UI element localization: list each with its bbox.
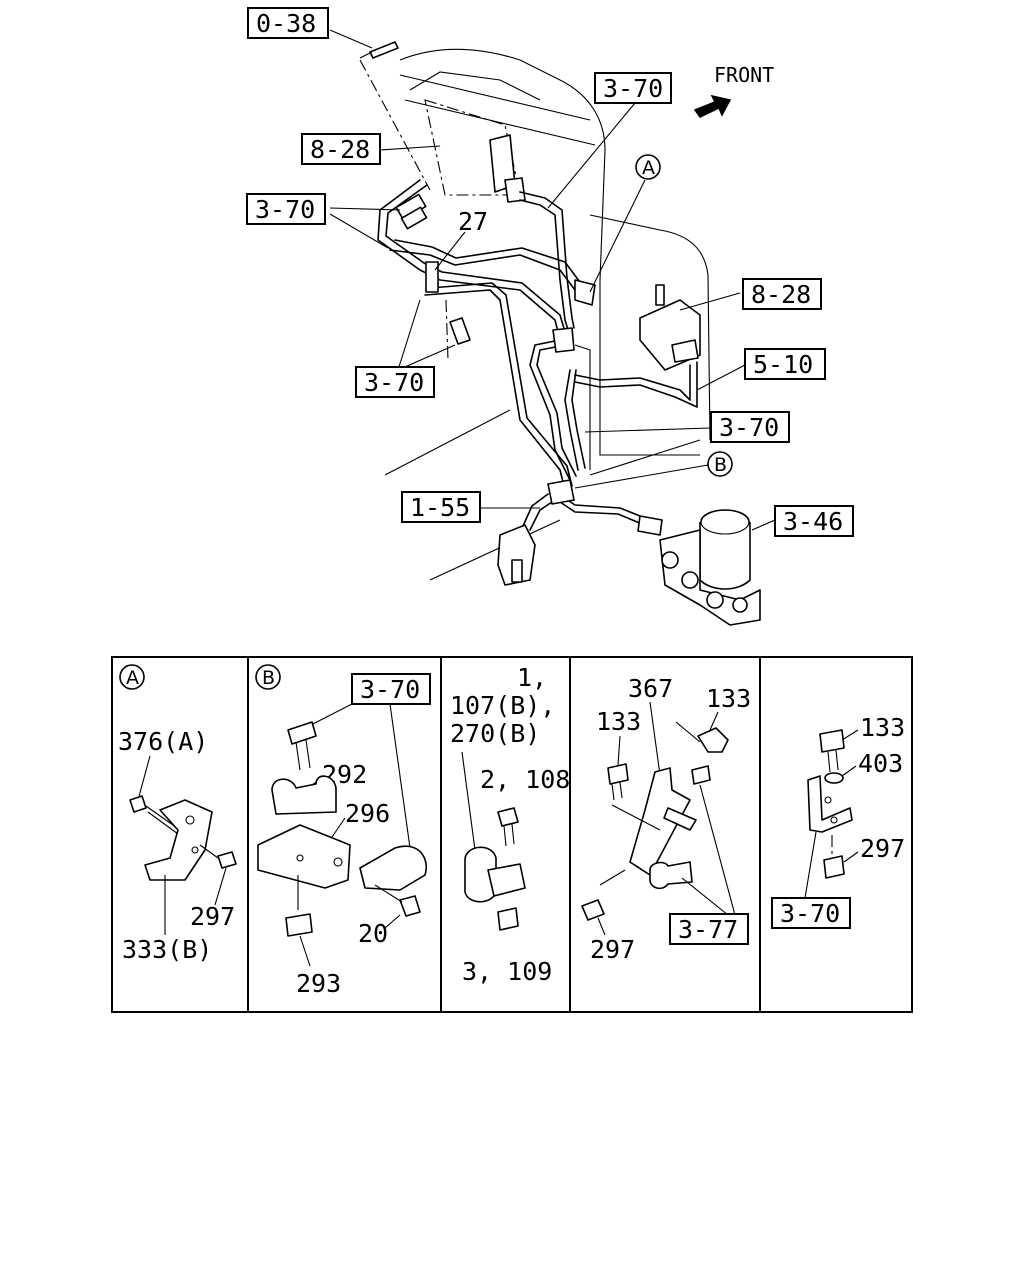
fitting-0-38 xyxy=(359,41,399,59)
callout-ref-b: B xyxy=(714,454,727,476)
label-3-77: 3-77 xyxy=(678,915,738,944)
label-297-a: 297 xyxy=(190,902,235,931)
label-c-270b: 270(B) xyxy=(450,719,540,748)
valve-block-left xyxy=(489,134,526,203)
bolt-2-icon xyxy=(497,807,519,827)
detail-table xyxy=(111,656,913,1013)
clamp-1-icon xyxy=(487,863,526,897)
callout-1-55: 1-55 xyxy=(410,493,470,522)
clip-3-70-icon xyxy=(359,845,427,891)
nut-297-icon xyxy=(217,851,237,869)
bracket-296-icon xyxy=(257,824,351,889)
label-376a: 376(A) xyxy=(118,727,208,756)
front-arrow-icon xyxy=(693,94,732,118)
panel-b-tag: B xyxy=(262,667,275,689)
callout-ref-a: A xyxy=(642,157,655,179)
label-333b: 333(B) xyxy=(122,935,212,964)
pipe-clips xyxy=(395,193,663,536)
air-dryer xyxy=(659,509,761,626)
bolt-20-icon xyxy=(399,895,421,917)
bolt-376-icon xyxy=(129,795,147,813)
label-293: 293 xyxy=(296,969,341,998)
bolt-133-d-left-icon xyxy=(607,763,629,785)
bolt-3-77-icon xyxy=(691,765,711,785)
callout-3-46: 3-46 xyxy=(783,507,843,536)
valve-block-right xyxy=(639,284,701,371)
callout-3-70-mid-left: 3-70 xyxy=(364,368,424,397)
label-20: 20 xyxy=(358,919,388,948)
union-3-77-icon xyxy=(649,861,693,890)
panel-c: 1, 107(B), 270(B) 2, 108 3, 109 xyxy=(450,663,570,986)
brake-pipes xyxy=(377,179,698,533)
nut-297-e-icon xyxy=(823,855,845,879)
callout-3-70-left: 3-70 xyxy=(255,195,315,224)
panel-e: 133 403 297 3-70 xyxy=(771,713,905,929)
panel-a-tag: A xyxy=(126,667,139,689)
washer-403-icon xyxy=(824,772,844,784)
bracket-367-icon xyxy=(629,767,691,876)
label-3-70-e: 3-70 xyxy=(780,899,840,928)
callout-8-28-left: 8-28 xyxy=(310,135,370,164)
front-label: FRONT xyxy=(714,63,774,87)
panel-d: 367 133 133 297 3-77 xyxy=(581,674,751,964)
label-297-e: 297 xyxy=(860,834,905,863)
label-133-d-left: 133 xyxy=(596,707,641,736)
nut-3-icon xyxy=(497,907,519,931)
label-297-d: 297 xyxy=(590,935,635,964)
callout-3-70-top: 3-70 xyxy=(603,74,663,103)
callouts-upper: 0-38 3-70 8-28 3-70 27 8-28 5-10 3-70 3-… xyxy=(246,7,854,537)
nut-297-d-icon xyxy=(581,899,605,921)
label-367: 367 xyxy=(628,674,673,703)
bolt-b-icon xyxy=(287,721,317,745)
label-296: 296 xyxy=(345,799,390,828)
callout-0-38: 0-38 xyxy=(256,9,316,38)
bolt-133-d-right-icon xyxy=(697,727,729,753)
callout-8-28-right: 8-28 xyxy=(751,280,811,309)
valve-1-55 xyxy=(497,524,536,586)
panel-a: A 376(A) 297 333(B) xyxy=(118,664,237,964)
bracket-333-icon xyxy=(144,799,213,881)
clamp-292-icon xyxy=(271,775,337,815)
callout-27: 27 xyxy=(458,207,488,236)
leader-lines xyxy=(329,29,776,531)
label-c-3-109: 3, 109 xyxy=(462,957,552,986)
callout-3-70-mid-right: 3-70 xyxy=(719,413,779,442)
nut-293-icon xyxy=(285,913,313,937)
label-403: 403 xyxy=(858,749,903,778)
label-133-d-right: 133 xyxy=(706,684,751,713)
bolt-133-e-icon xyxy=(819,729,845,753)
panel-b: B 3-70 292 296 20 293 xyxy=(255,664,431,998)
chassis-outline xyxy=(359,48,711,581)
label-c-2-108: 2, 108 xyxy=(480,765,570,794)
label-133-e: 133 xyxy=(860,713,905,742)
label-3-70-b: 3-70 xyxy=(360,675,420,704)
label-c-1: 1, xyxy=(517,663,547,692)
plate-367-icon xyxy=(663,807,697,831)
label-c-107b: 107(B), xyxy=(450,691,555,720)
callout-5-10: 5-10 xyxy=(753,350,813,379)
bracket-e-icon xyxy=(807,775,853,833)
